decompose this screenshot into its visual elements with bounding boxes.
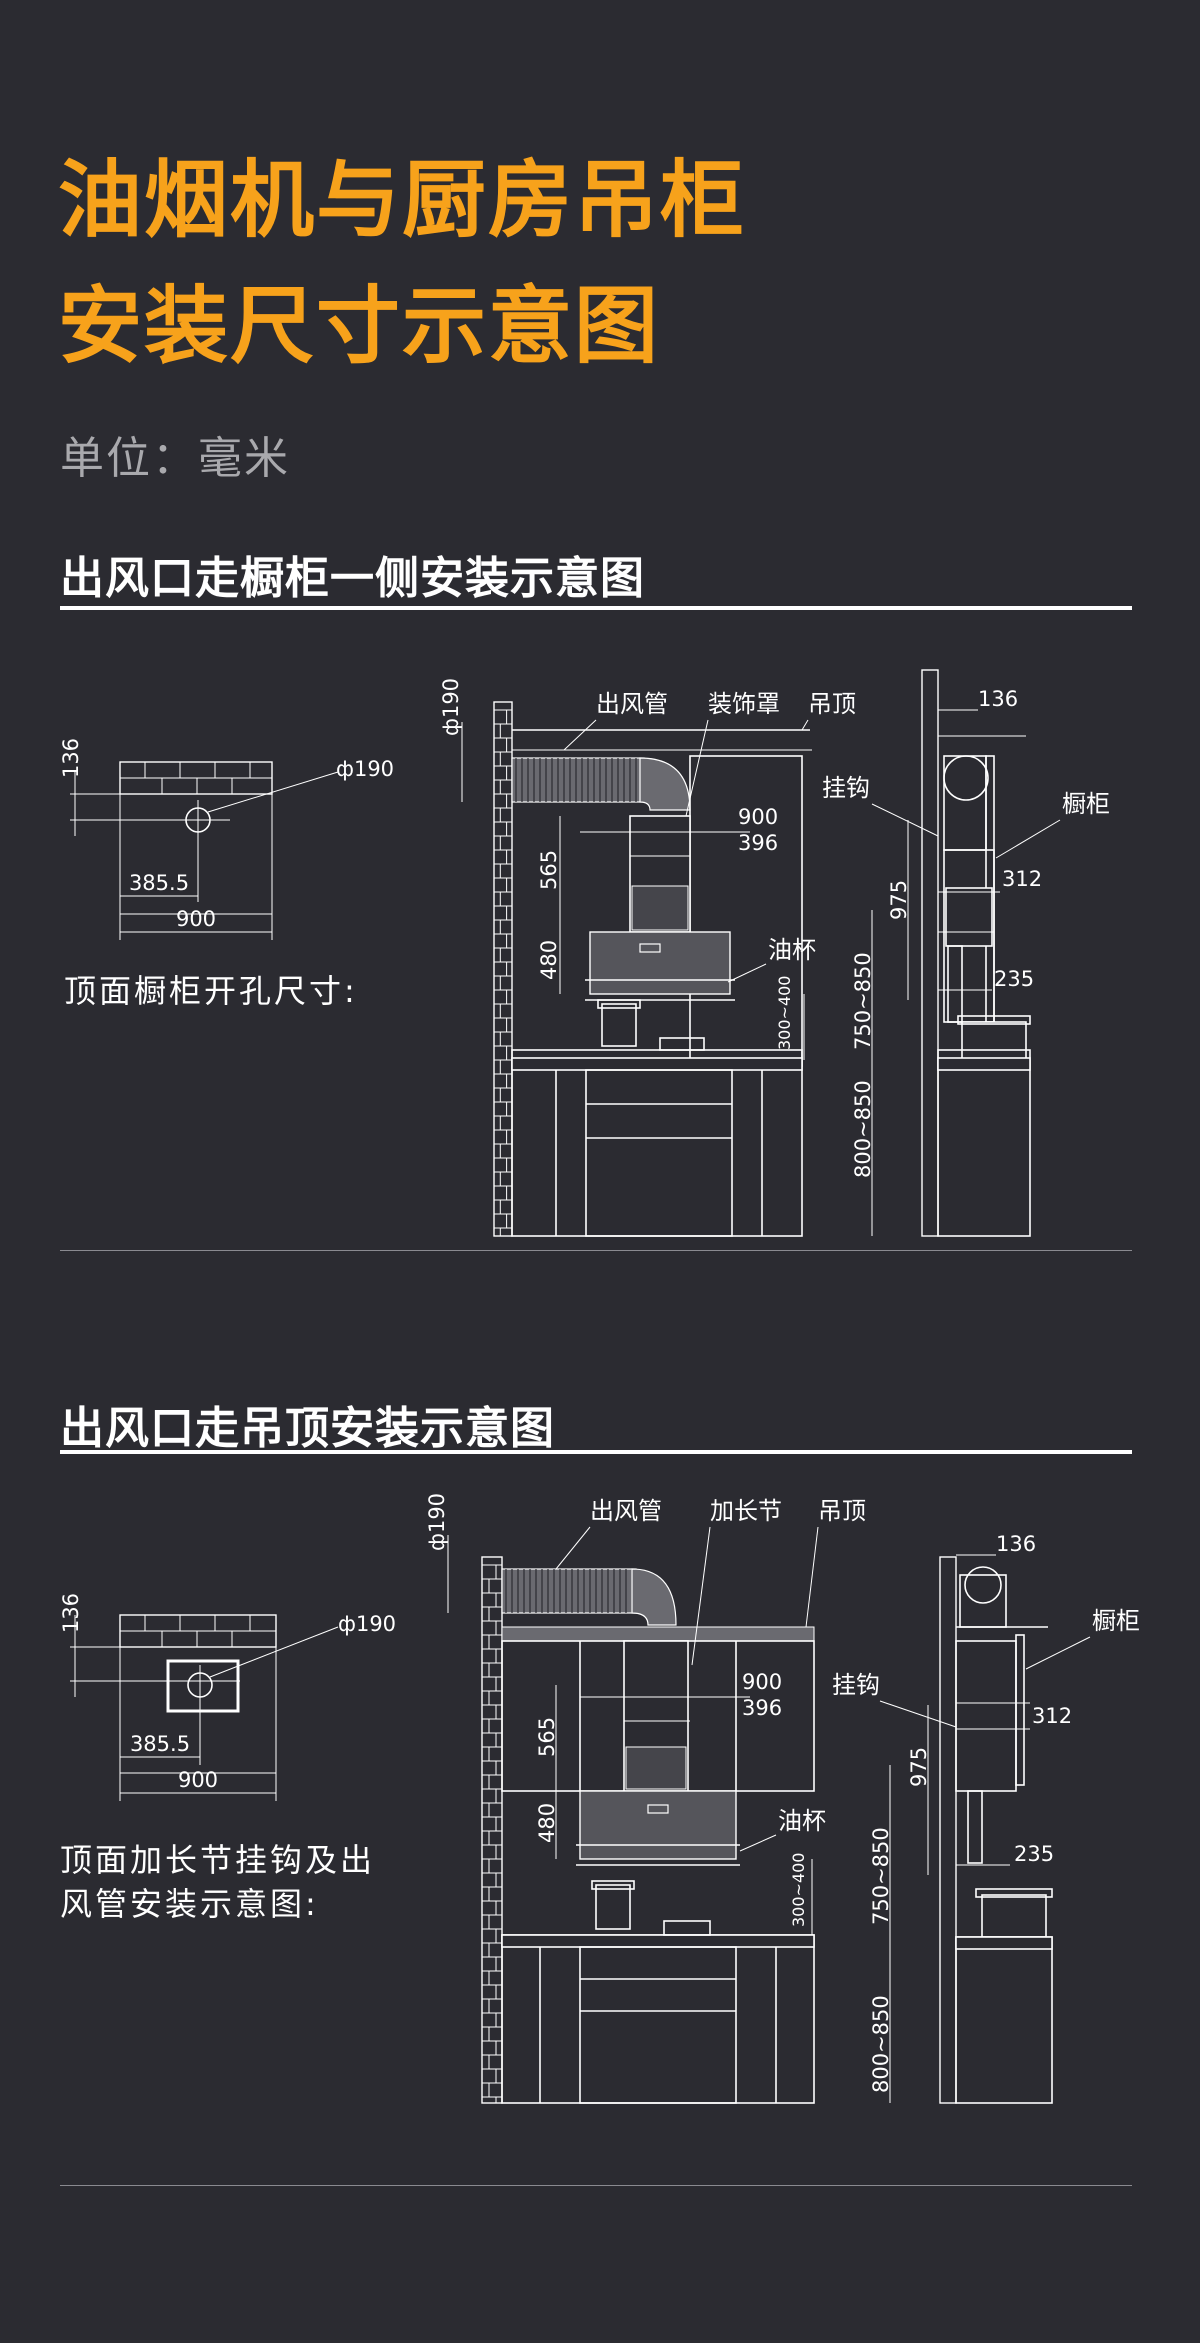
s2-top-dim-phi190: ф190	[338, 1612, 396, 1636]
s1-top-dim-385: 385.5	[129, 871, 189, 895]
s1-front-dim-396: 396	[738, 831, 778, 855]
s1-top-dim-phi190: ф190	[336, 757, 394, 781]
section2-rule	[60, 1450, 1132, 1454]
section2-front-view: 900 396 565 480 300~400 750~850 800~850 …	[425, 1493, 893, 2104]
s1-label-cabinet: 橱柜	[1062, 790, 1110, 818]
section2-side-view: 136 312 975 235 挂钩 橱柜	[832, 1532, 1140, 2104]
s1-front-dim-900: 900	[738, 805, 778, 829]
s1-top-caption: 顶面橱柜开孔尺寸:	[64, 972, 358, 1010]
s2-front-dim-565: 565	[535, 1717, 559, 1757]
section1-top-view: 136 ф190 385.5 900 顶面橱柜开孔尺寸:	[59, 738, 394, 1010]
s1-label-oilcup: 油杯	[768, 936, 816, 964]
s2-label-ceiling: 吊顶	[818, 1497, 866, 1525]
s1-front-dim-phi190: ф190	[439, 678, 463, 736]
s1-side-dim-136: 136	[978, 687, 1018, 711]
s1-front-dim-480: 480	[537, 940, 561, 980]
s2-label-cabinet: 橱柜	[1092, 1607, 1140, 1635]
s2-label-oilcup: 油杯	[778, 1807, 826, 1835]
s1-side-dim-235: 235	[994, 967, 1034, 991]
s1-label-cover: 装饰罩	[708, 690, 780, 718]
s1-side-dim-312: 312	[1002, 867, 1042, 891]
s2-side-dim-235: 235	[1014, 1842, 1054, 1866]
s2-front-dim-396: 396	[742, 1696, 782, 1720]
s1-front-dim-300-400: 300~400	[775, 976, 794, 1050]
s1-top-dim-136: 136	[59, 738, 83, 778]
section1-title: 出风口走橱柜一侧安装示意图	[60, 553, 645, 604]
s2-label-extension: 加长节	[710, 1497, 782, 1525]
s2-label-hook: 挂钩	[832, 1671, 880, 1699]
s2-side-dim-312: 312	[1032, 1704, 1072, 1728]
s2-front-dim-480: 480	[535, 1803, 559, 1843]
s2-front-dim-900: 900	[742, 1670, 782, 1694]
s1-label-duct: 出风管	[596, 690, 668, 718]
s1-front-dim-565: 565	[537, 850, 561, 890]
s1-front-dim-750-850: 750~850	[851, 952, 875, 1050]
section2-top-view: 136 ф190 385.5 900 顶面加长节挂钩及出 风管安装示意图:	[59, 1593, 396, 1923]
s2-front-dim-800-850: 800~850	[869, 1995, 893, 2093]
page-title-line2: 安装尺寸示意图	[58, 277, 661, 375]
s1-top-dim-900: 900	[176, 907, 216, 931]
s2-side-dim-975: 975	[907, 1747, 931, 1787]
s1-side-dim-975: 975	[887, 880, 911, 920]
s2-label-duct: 出风管	[590, 1497, 662, 1525]
page-title-line1: 油烟机与厨房吊柜	[58, 151, 747, 249]
unit-label: 单位：毫米	[60, 433, 290, 484]
s1-label-hook: 挂钩	[822, 774, 870, 802]
s2-side-dim-136: 136	[996, 1532, 1036, 1556]
s1-label-ceiling: 吊顶	[808, 690, 856, 718]
section2-title: 出风口走吊顶安装示意图	[60, 1403, 555, 1454]
s2-top-caption-1: 顶面加长节挂钩及出	[60, 1841, 375, 1879]
section1-diagram: 136 ф190 385.5 900 顶面橱柜开孔尺寸:	[59, 669, 1110, 1237]
section1-rule	[60, 606, 1132, 610]
section2-divider	[60, 2185, 1132, 2186]
section1-front-view: 900 396 565 480 300~400 750~850 800~850 …	[439, 678, 875, 1237]
s1-front-dim-800-850: 800~850	[851, 1080, 875, 1178]
section2-diagram: 136 ф190 385.5 900 顶面加长节挂钩及出 风管安装示意图:	[59, 1493, 1140, 2104]
s2-front-dim-phi190: ф190	[425, 1493, 449, 1551]
s2-top-dim-136: 136	[59, 1593, 83, 1633]
section1-divider	[60, 1250, 1132, 1251]
section1-side-view: 136 312 975 235 挂钩 橱柜	[822, 669, 1110, 1237]
s2-top-dim-900: 900	[178, 1768, 218, 1792]
s2-top-dim-385: 385.5	[130, 1732, 190, 1756]
s2-front-dim-300-400: 300~400	[789, 1853, 808, 1927]
s2-top-caption-2: 风管安装示意图:	[60, 1885, 319, 1923]
s2-front-dim-750-850: 750~850	[869, 1827, 893, 1925]
